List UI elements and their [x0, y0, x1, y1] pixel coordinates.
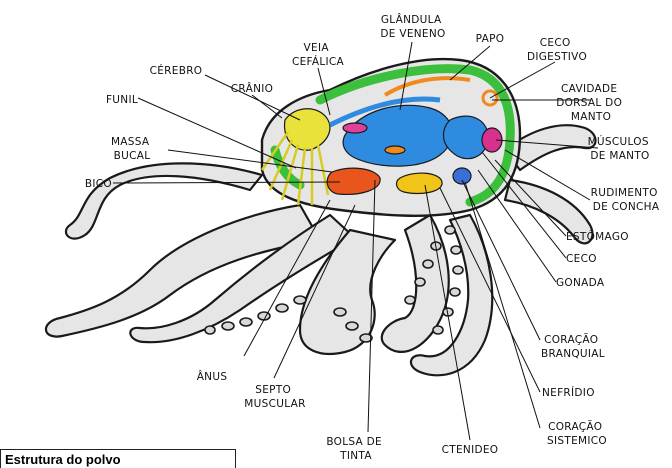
accent	[385, 146, 405, 154]
label-papo: PAPO	[476, 33, 505, 45]
label-septo-muscular: SEPTO MUSCULAR	[244, 384, 305, 410]
sucker	[445, 226, 455, 234]
sucker	[222, 322, 234, 330]
sucker	[205, 326, 215, 334]
sucker	[453, 266, 463, 274]
label-ceco: CECO	[566, 253, 597, 265]
label-rudimento-concha: RUDIMENTO DE CONCHA	[591, 187, 662, 213]
label-glandula-veneno: GLÂNDULA DE VENENO	[380, 13, 445, 40]
label-musculos-manto: MÚSCULOS DE MANTO	[588, 135, 653, 162]
label-coracao-sistemico: CORAÇÃO SISTEMICO	[547, 420, 607, 447]
systemic-heart	[453, 168, 471, 184]
sucker	[240, 318, 252, 326]
poison-gland	[343, 123, 367, 133]
label-anus: ÂNUS	[197, 370, 228, 383]
label-cavidade-dorsal: CAVIDADE DORSAL DO MANTO	[556, 83, 626, 123]
label-nefridio: NEFRÍDIO	[542, 386, 595, 399]
label-estomago: ESTÔMAGO	[566, 230, 629, 243]
sucker	[450, 288, 460, 296]
label-cranio: CRÂNIO	[231, 82, 273, 95]
label-gonada: GONADA	[556, 277, 605, 289]
label-ceco-digestivo: CECO DIGESTIVO	[527, 37, 587, 63]
label-funil: FUNIL	[106, 94, 138, 106]
sucker	[334, 308, 346, 316]
label-bico: BICO	[85, 178, 112, 190]
label-coracao-branquial: CORAÇÃO BRANQUIAL	[541, 333, 605, 360]
sucker	[346, 322, 358, 330]
sucker	[451, 246, 461, 254]
figure-caption: Estrutura do polvo	[0, 449, 236, 468]
sucker	[433, 326, 443, 334]
sucker	[423, 260, 433, 268]
sucker	[276, 304, 288, 312]
label-ctenideo: CTENIDEO	[442, 444, 499, 456]
label-massa-bucal: MASSA BUCAL	[111, 136, 153, 162]
sucker	[405, 296, 415, 304]
label-bolsa-tinta: BOLSA DE TINTA	[326, 436, 385, 462]
sucker	[415, 278, 425, 286]
sucker	[294, 296, 306, 304]
stomach	[397, 173, 443, 193]
label-veia-cefalica: VEIA CEFÁLICA	[292, 42, 345, 68]
label-cerebro: CÉREBRO	[150, 64, 203, 77]
